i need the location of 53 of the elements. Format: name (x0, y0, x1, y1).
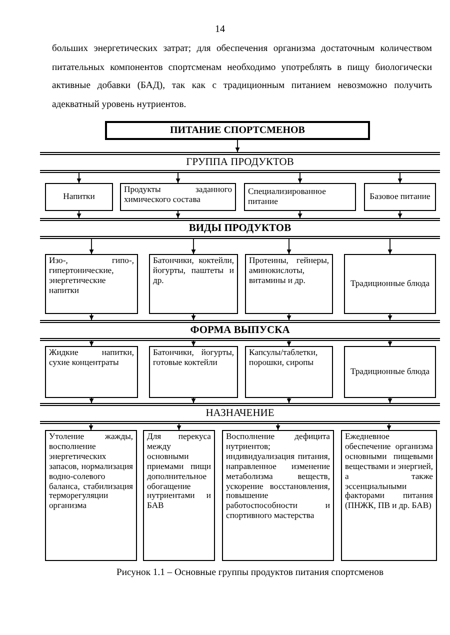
category-box: Напитки (45, 183, 113, 211)
category-box: Для перекуса между основными приемами пищи дополнительное обогащение нутриентами и БАВ (143, 430, 215, 561)
arrow (89, 340, 94, 346)
category-box: Традиционные блюда (344, 254, 436, 314)
section-band: ГРУППА ПРОДУКТОВ (40, 152, 440, 173)
category-box: Традиционные блюда (344, 346, 436, 398)
arrow (176, 210, 180, 218)
arrow (176, 172, 180, 184)
arrow (388, 238, 392, 254)
arrow (191, 340, 196, 346)
category-box: Протеины, гейнеры, аминокислоты, витамины и др. (245, 254, 333, 314)
arrow (286, 238, 292, 254)
category-box: Базовое питание (364, 183, 436, 211)
category-box: Изо-, гипо-, гипертонические, энергетические напитки (45, 254, 138, 314)
category-box: Жидкие напитки, сухие концентраты (45, 346, 138, 398)
category-box: Специализированное питание (244, 183, 356, 211)
arrow (235, 140, 240, 152)
arrow (276, 424, 280, 430)
figure-caption: Рисунок 1.1 – Основные группы продуктов питания спортсменов (116, 566, 384, 580)
section-band: ВИДЫ ПРОДУКТОВ (40, 218, 440, 239)
arrow (388, 398, 392, 404)
arrow (89, 398, 94, 404)
arrow (191, 314, 196, 320)
title-box: ПИТАНИЕ СПОРТСМЕНОВ (105, 121, 370, 140)
category-box: Восполнение дефицита нутриентов; индивидуализация питания, направленное изменение метаболизма веществ, ускорение восстановления, повышение работоспособности и спортивного мастерства (222, 430, 334, 561)
arrow (76, 172, 82, 184)
section-band: ФОРМА ВЫПУСКА (40, 320, 440, 341)
category-box: Капсулы/таблетки, порошки, сиропы (245, 346, 333, 398)
arrow (76, 210, 82, 218)
arrow (298, 210, 302, 218)
arrow (89, 314, 94, 320)
arrow (88, 424, 94, 430)
arrow (286, 340, 292, 346)
page-number: 14 (215, 23, 225, 37)
arrow (176, 424, 182, 430)
arrow (191, 238, 196, 254)
body-paragraph: больших энергетических затрат; для обеспечения организма достаточным количеством питательных компонентов спортсменам необходимо употреблять в пищу биологически активные добавки (БАД), так как с традиционным питанием невозможно получить адекватный уровень нутриентов. (52, 42, 432, 112)
category-box: Батончики, йогурты, готовые коктейли (149, 346, 238, 398)
arrow (388, 340, 392, 346)
arrow (386, 424, 392, 430)
arrow (286, 398, 292, 404)
category-box: Продукты заданного химического состава (120, 183, 236, 211)
category-box: Батончики, коктейли, йогурты, паштеты и др. (149, 254, 238, 314)
arrow (286, 314, 292, 320)
arrow (398, 210, 402, 218)
section-band: НАЗНАЧЕНИЕ (40, 403, 440, 424)
arrow (191, 398, 196, 404)
category-box: Ежедневное обеспечение организма основными пищевыми веществами и энергией, а также эссенциальными факторами питания (ПНЖК, ПВ и др. БАВ) (341, 430, 437, 561)
arrow (298, 172, 302, 184)
arrow (388, 314, 392, 320)
arrow (89, 238, 94, 254)
category-box: Утоление жажды, восполнение энергетических запасов, нормализация водно-солевого баланса, стабилизация терморегуляции организма (45, 430, 137, 561)
arrow (398, 172, 402, 184)
